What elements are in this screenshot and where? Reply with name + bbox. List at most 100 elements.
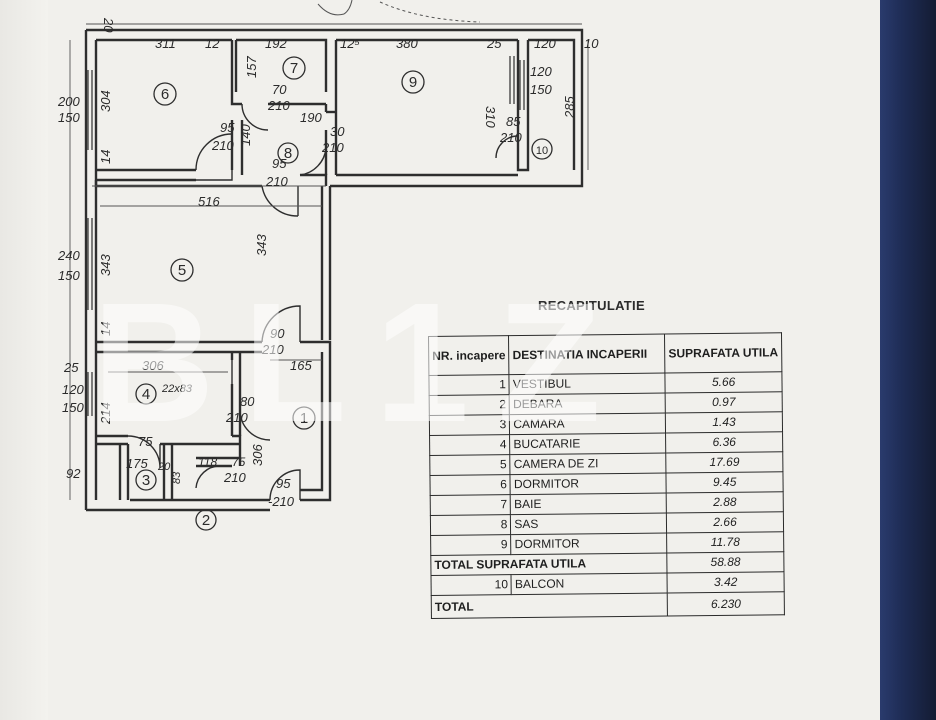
balcon-nr: 10 [431, 574, 512, 596]
room-number-5: 5 [178, 262, 186, 279]
room-number-2: 2 [202, 512, 210, 529]
dim-label: 150 [58, 268, 80, 283]
room-number-1: 1 [300, 410, 308, 427]
dim-label: 14 [98, 150, 113, 164]
dim-label: 70 [272, 82, 287, 97]
dim-label: 210 [261, 342, 284, 357]
room-number-7: 7 [290, 60, 298, 77]
dim-label: 165 [290, 358, 312, 373]
dim-label: 20 [101, 17, 116, 33]
room-number-9: 9 [409, 74, 417, 91]
row-destination: CAMARA [509, 413, 666, 435]
dim-label: 210 [265, 174, 288, 189]
row-area: 2.88 [666, 491, 784, 514]
dim-label: 304 [98, 90, 113, 112]
cadastre-stamp [317, 0, 481, 23]
dim-label: 285 [562, 96, 577, 119]
dim-label: 240 [57, 248, 80, 263]
dim-label: 192 [265, 36, 287, 51]
row-nr: 1 [428, 374, 510, 396]
dim-label: 92 [66, 466, 81, 481]
door-swings [127, 103, 519, 501]
row-area: 6.36 [665, 431, 783, 454]
header-area: SUPRAFATA UTILA [664, 332, 782, 374]
dim-label: 175 [126, 456, 148, 471]
row-area: 17.69 [665, 451, 783, 474]
dim-label: 120 [530, 64, 552, 79]
dim-label: 210 [499, 130, 522, 145]
row-destination: SAS [510, 513, 667, 535]
row-nr: 9 [430, 534, 512, 556]
row-nr: 3 [429, 414, 510, 436]
dim-label: 95 [272, 156, 287, 171]
total-util-label: TOTAL SUPRAFATA UTILA [430, 553, 668, 576]
row-destination: BUCATARIE [509, 433, 666, 455]
total-label: TOTAL [431, 593, 668, 619]
recap-title: RECAPITULATIE [538, 298, 645, 313]
dim-label: 210 [267, 98, 290, 113]
dim-label: 10 [584, 36, 599, 51]
dim-label: 210 [225, 410, 248, 425]
dim-label: 343 [98, 254, 113, 276]
dim-label: 120 [62, 382, 84, 397]
row-area: 9.45 [666, 471, 784, 494]
row-nr: 4 [429, 434, 511, 456]
room-number-10: 10 [536, 145, 548, 157]
dim-label: 214 [98, 402, 113, 425]
room-number-6: 6 [161, 86, 169, 103]
dim-label: 210 [211, 138, 234, 153]
dim-label: -210 [268, 494, 295, 509]
dim-label: 343 [254, 234, 269, 256]
header-nr: NR. incapere [428, 335, 510, 376]
windows [87, 56, 525, 416]
dim-label: 120 [534, 36, 556, 51]
dim-label: 95 [276, 476, 291, 491]
dim-label: 306 [142, 358, 164, 373]
dimension-labels: 20 311 12 192 12⁵ 380 25 120 10 304 200 … [57, 17, 599, 509]
dim-label: 150 [530, 82, 552, 97]
room-number-8: 8 [284, 145, 292, 162]
dim-label: 12 [205, 36, 220, 51]
balcon-area: 3.42 [667, 571, 785, 594]
total-area: 6.230 [667, 591, 785, 617]
paper-sheet [48, 0, 880, 720]
dim-label: 22x83 [161, 383, 193, 395]
room-number-3: 3 [142, 472, 150, 489]
room-number-circles [135, 56, 553, 531]
row-destination: CAMERA DE ZI [510, 453, 667, 475]
dim-label: 20 [157, 461, 171, 473]
row-nr: 7 [430, 494, 511, 516]
dim-label: 85 [506, 114, 521, 129]
room-numbers: 7 9 6 8 10 5 4 1 3 2 [142, 60, 548, 529]
dim-label: 80 [240, 394, 255, 409]
dimension-lines [69, 23, 589, 500]
dim-label: 516 [198, 194, 220, 209]
row-area: 2.66 [666, 511, 784, 534]
dim-label: 311 [155, 36, 176, 51]
recap-table: NR. incapere DESTINATIA INCAPERII SUPRAF… [428, 332, 785, 619]
row-destination: DORMITOR [510, 473, 667, 495]
dim-label: 75 [232, 455, 246, 469]
total-util-area: 58.88 [667, 551, 784, 574]
dim-label: 150 [58, 110, 80, 125]
dim-label: 75 [138, 434, 153, 449]
dim-label: 306 [250, 444, 265, 466]
row-nr: 6 [429, 474, 511, 496]
row-destination: DORMITOR [510, 533, 668, 555]
row-area: 0.97 [665, 391, 783, 414]
dim-label: 14 [98, 322, 113, 336]
adjacent-page-edge [0, 0, 48, 720]
row-destination: VESTIBUL [509, 373, 666, 395]
dim-label: 210 [321, 140, 344, 155]
total-row: TOTAL 6.230 [431, 591, 785, 619]
row-destination: BAIE [510, 493, 667, 515]
row-area: 5.66 [665, 371, 783, 394]
recap-header-row: NR. incapere DESTINATIA INCAPERII SUPRAF… [428, 332, 782, 376]
dim-label: 210 [223, 470, 246, 485]
row-nr: 5 [429, 454, 511, 476]
dim-label: 30 [330, 124, 345, 139]
dim-label: 140 [238, 124, 253, 146]
